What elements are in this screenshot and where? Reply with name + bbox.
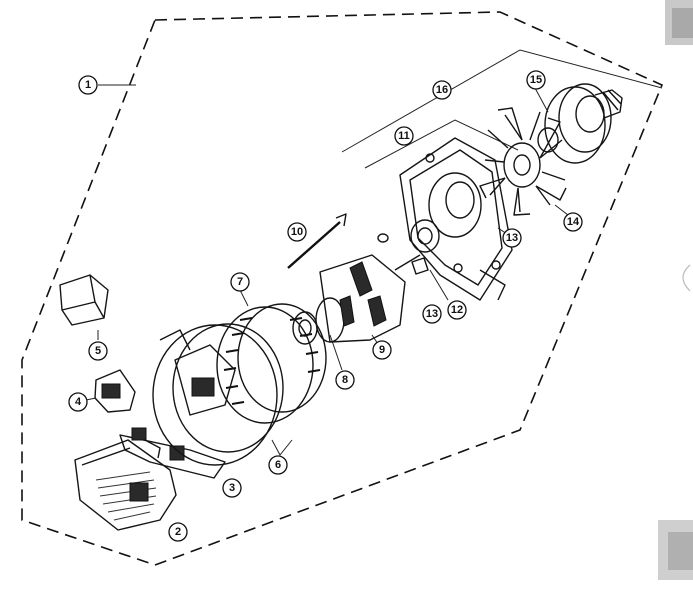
front-bearing-part [410, 219, 449, 301]
svg-text:12: 12 [451, 304, 463, 316]
scan-smudge-bottom [658, 520, 693, 580]
pulley-part [534, 83, 623, 164]
label-8: 8 [335, 370, 355, 390]
label-5: 5 [88, 341, 108, 361]
svg-text:8: 8 [342, 374, 348, 386]
label-12: 12 [447, 300, 467, 320]
label-1: 1 [78, 75, 98, 95]
label-6: 6 [268, 455, 288, 475]
label-3: 3 [222, 478, 242, 498]
svg-text:5: 5 [95, 345, 101, 357]
fan-part [479, 107, 569, 216]
svg-text:15: 15 [530, 74, 542, 86]
drive-end-housing [399, 137, 513, 301]
through-bolt-part [287, 213, 347, 269]
spacer-part [377, 233, 429, 275]
svg-text:13: 13 [506, 232, 518, 244]
label-2: 2 [168, 522, 188, 542]
regulator-part [85, 369, 136, 413]
svg-text:9: 9 [379, 344, 385, 356]
label-13-housing: 13 [502, 228, 522, 248]
label-7: 7 [230, 272, 250, 292]
end-housing-part [152, 323, 293, 466]
label-4: 4 [68, 392, 88, 412]
brush-cover-part [74, 439, 177, 531]
scan-mark [682, 264, 691, 292]
svg-text:2: 2 [175, 526, 181, 538]
stator-part [216, 289, 327, 424]
label-9: 9 [372, 340, 392, 360]
scan-smudge-top [665, 0, 693, 45]
svg-text:3: 3 [229, 482, 235, 494]
label-14: 14 [563, 212, 583, 232]
svg-text:1: 1 [85, 79, 91, 91]
svg-text:10: 10 [291, 226, 303, 238]
bracket-16 [341, 49, 663, 153]
svg-text:7: 7 [237, 276, 243, 288]
svg-text:6: 6 [275, 459, 281, 471]
label-11: 11 [394, 126, 414, 146]
rotor-part [315, 254, 421, 345]
terminal-cover-part [59, 274, 109, 340]
bracket-11 [364, 119, 519, 169]
svg-text:13: 13 [426, 308, 438, 320]
label-10: 10 [287, 222, 307, 242]
assembly-boundary [21, 11, 664, 566]
label-13-spacer: 13 [422, 304, 442, 324]
svg-text:16: 16 [436, 84, 448, 96]
svg-text:11: 11 [398, 130, 410, 142]
label-15: 15 [526, 70, 546, 90]
brush-holder-plate [119, 427, 226, 479]
svg-text:4: 4 [75, 396, 82, 408]
label-16: 16 [432, 80, 452, 100]
svg-text:14: 14 [567, 216, 580, 228]
